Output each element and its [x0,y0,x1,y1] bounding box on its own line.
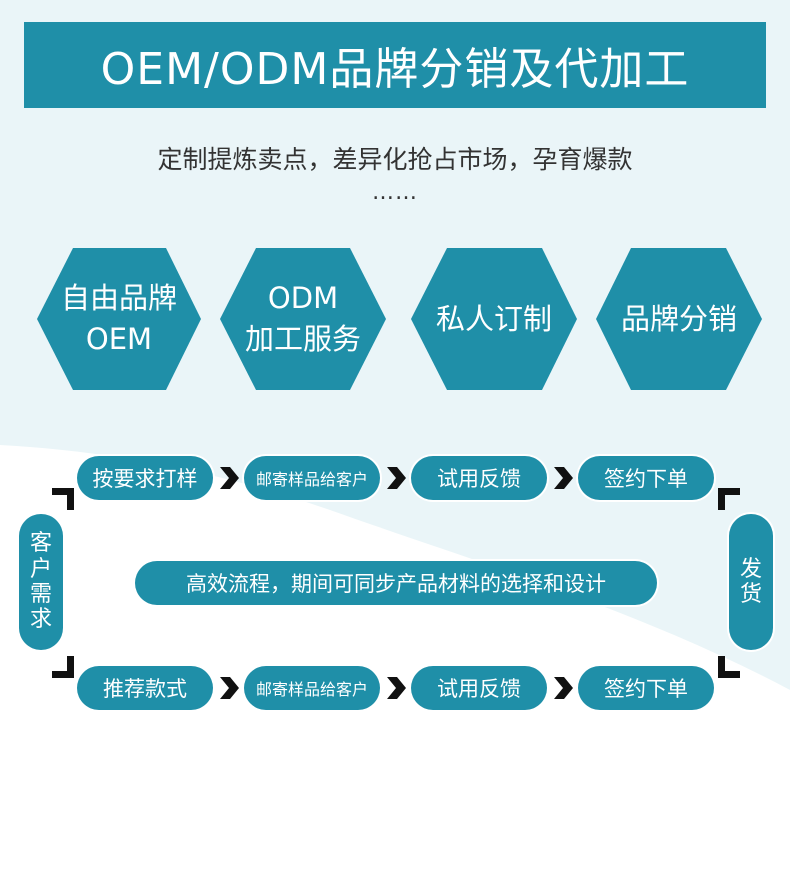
chevron-right-icon [220,467,239,489]
corner-bracket-icon [718,488,740,510]
flow-bottom-step-1: 推荐款式 [77,666,213,710]
shipping-label: 发 货 [729,514,773,650]
hexagon-3-line1: 私人订制 [435,301,552,336]
hexagon-1 [37,248,201,390]
hexagon-2 [220,248,386,390]
corner-bracket-icon [718,656,740,678]
hexagon-1-line1: 自由品牌 [60,281,177,316]
left-char-1: 客 [29,531,52,557]
chevron-right-icon [554,677,573,699]
hexagon-4 [596,248,762,390]
flow-top-step-3: 试用反馈 [411,456,547,500]
left-char-4: 求 [29,607,52,633]
right-char-1: 发 [739,556,762,582]
right-char-2: 货 [739,582,762,607]
customer-demand-label: 客 户 需 求 [19,514,63,650]
hexagon-2-line1: ODM [267,281,339,316]
subtitle: 定制提炼卖点，差异化抢占市场，孕育爆款 [157,145,633,174]
flow-bottom-step-3: 试用反馈 [411,666,547,710]
flow-top-step-4: 签约下单 [578,456,714,500]
corner-bracket-icon [52,656,74,678]
hexagon-1-label: 自由品牌 OEM [34,249,204,389]
chevron-right-icon [554,467,573,489]
corner-bracket-icon [52,488,74,510]
hexagon-2-line2: 加工服务 [244,322,361,356]
hexagon-2-label: ODM 加工服务 [218,249,388,389]
left-char-3: 需 [29,582,52,607]
hexagon-3 [411,248,577,390]
flow-bottom-step-4: 签约下单 [578,666,714,710]
hexagon-3-label: 私人订制 [409,249,579,389]
left-char-2: 户 [29,556,52,582]
hexagon-4-line1: 品牌分销 [620,301,737,336]
flow-top-step-2: 邮寄样品给客户 [244,456,380,500]
chevron-right-icon [387,467,406,489]
page-title: OEM/ODM品牌分销及代加工 [24,22,766,108]
center-note: 高效流程，期间可同步产品材料的选择和设计 [135,561,657,605]
flow-bottom-step-2: 邮寄样品给客户 [244,666,380,710]
hexagon-4-label: 品牌分销 [594,249,764,389]
chevron-right-icon [220,677,239,699]
ellipsis: …… [372,180,418,205]
flow-top-step-1: 按要求打样 [77,456,213,500]
chevron-right-icon [387,677,406,699]
hexagon-1-line2: OEM [85,322,153,356]
